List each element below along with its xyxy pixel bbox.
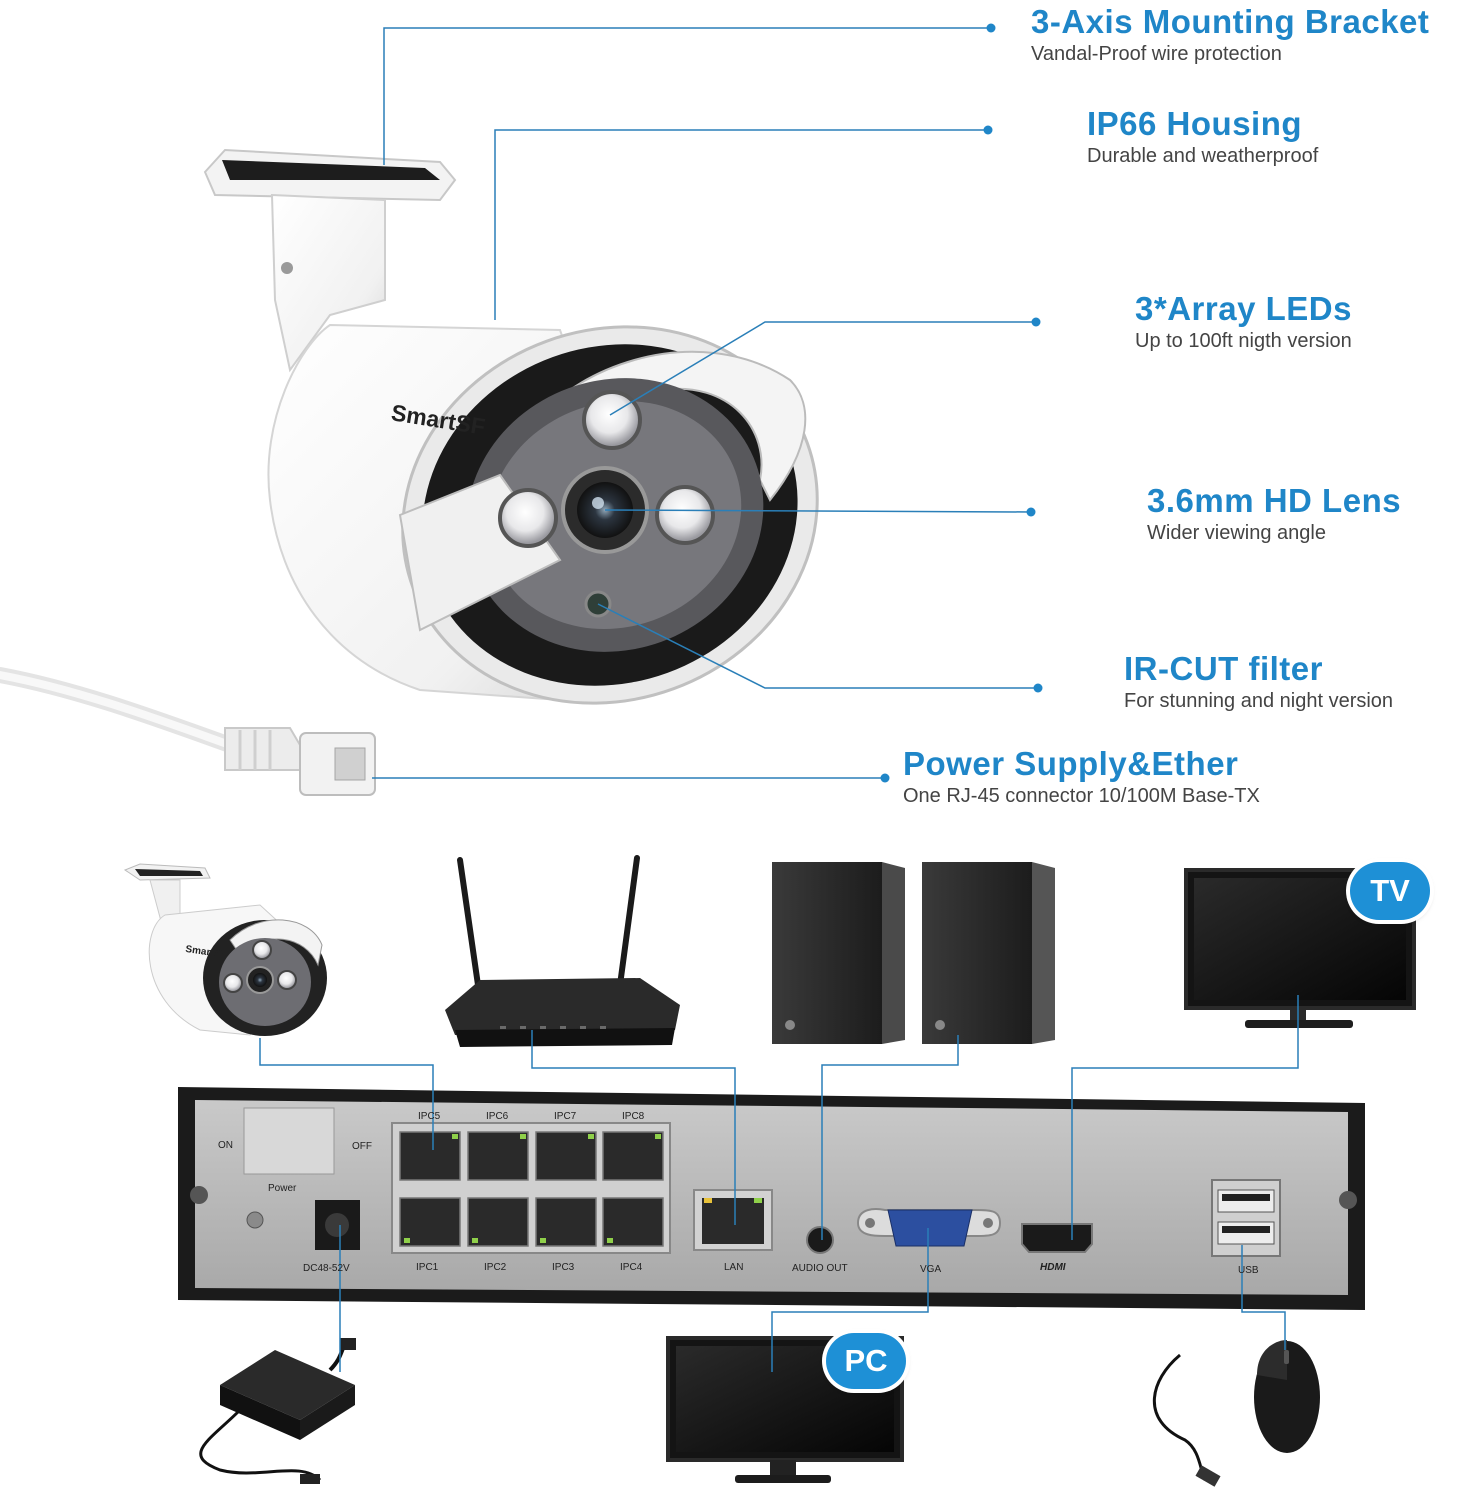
tv-badge: TV [1350, 862, 1430, 920]
feature-power: Power Supply&Ether One RJ-45 connector 1… [903, 745, 1260, 809]
feature-housing: IP66 Housing Durable and weatherproof [1087, 105, 1318, 169]
speakers [772, 862, 1055, 1044]
led-top [582, 390, 642, 450]
label-hdmi: HDMI [1040, 1262, 1066, 1273]
feature-ircut: IR-CUT filter For stunning and night ver… [1124, 650, 1393, 714]
feature-subtitle: Wider viewing angle [1147, 522, 1326, 544]
feature-title: 3-Axis Mounting Bracket [1031, 3, 1430, 40]
feature-subtitle: Durable and weatherproof [1087, 145, 1319, 167]
feature-subtitle: For stunning and night version [1124, 690, 1394, 712]
feature-title: 3.6mm HD Lens [1147, 482, 1402, 519]
feature-lens: 3.6mm HD Lens Wider viewing angle [1147, 482, 1401, 546]
label-ipc6: IPC6 [486, 1111, 509, 1122]
feature-title: Power Supply&Ether [903, 745, 1239, 782]
feature-title: IP66 Housing [1087, 105, 1303, 142]
label-power: Power [268, 1183, 297, 1194]
feature-subtitle: One RJ-45 connector 10/100M Base-TX [903, 785, 1260, 807]
rj45-plug [224, 727, 376, 796]
label-dc: DC48-52V [303, 1263, 350, 1274]
mouse [1152, 1340, 1320, 1487]
label-ipc3: IPC3 [552, 1262, 575, 1273]
led-right [655, 485, 715, 545]
power-adapter [199, 1338, 356, 1484]
callout-lines [372, 27, 1038, 779]
label-ipc2: IPC2 [484, 1262, 507, 1273]
label-usb: USB [1238, 1265, 1259, 1276]
pc-badge: PC [826, 1333, 906, 1389]
nvr-device [178, 1087, 1365, 1310]
label-lan: LAN [724, 1262, 744, 1273]
feature-leds: 3*Array LEDs Up to 100ft nigth version [1135, 290, 1352, 354]
router [445, 855, 680, 1047]
label-off: OFF [352, 1141, 372, 1152]
label-audio-out: AUDIO OUT [792, 1263, 848, 1274]
label-ipc1: IPC1 [416, 1262, 439, 1273]
feature-bracket: 3-Axis Mounting Bracket Vandal-Proof wir… [1031, 3, 1429, 67]
label-ipc8: IPC8 [622, 1111, 645, 1122]
feature-title: 3*Array LEDs [1135, 290, 1352, 327]
callout-dots [880, 23, 1043, 783]
feature-subtitle: Vandal-Proof wire protection [1031, 43, 1282, 65]
label-ipc5: IPC5 [418, 1111, 441, 1122]
label-vga: VGA [920, 1264, 942, 1275]
led-left [498, 488, 558, 548]
pc-monitor [666, 1336, 904, 1483]
connection-lines [259, 995, 1299, 1372]
feature-title: IR-CUT filter [1124, 650, 1323, 687]
label-ipc4: IPC4 [620, 1262, 643, 1273]
feature-subtitle: Up to 100ft nigth version [1135, 330, 1352, 352]
label-ipc7: IPC7 [554, 1111, 577, 1122]
label-on: ON [218, 1140, 233, 1151]
small-camera: SmartSF [123, 863, 327, 1036]
camera-illustration: SmartSF [0, 148, 819, 796]
